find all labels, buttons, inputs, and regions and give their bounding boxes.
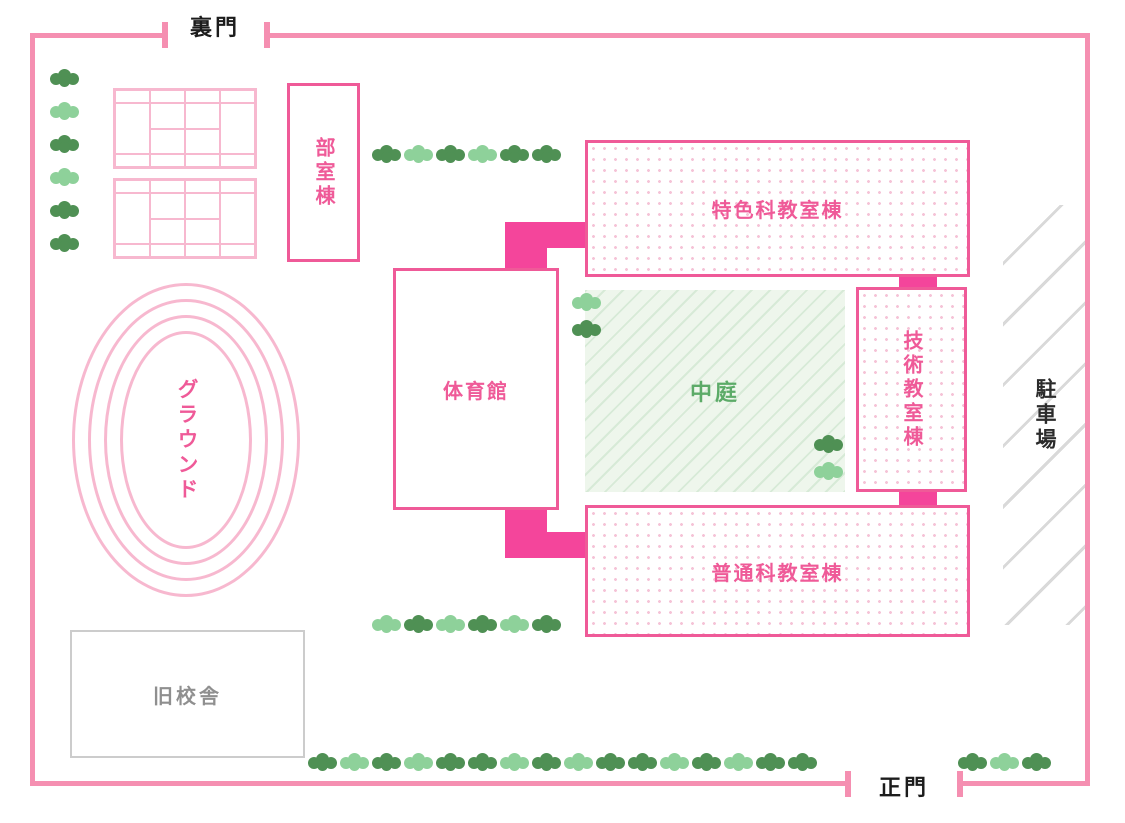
tree-icon (814, 435, 835, 453)
tennis-court (113, 88, 257, 169)
tree-icon (532, 753, 553, 771)
tree-icon (404, 145, 425, 163)
tree-icon (50, 69, 71, 87)
tree-icon (50, 234, 71, 252)
ground-label: グラウンド (175, 377, 198, 503)
tree-icon (564, 753, 585, 771)
court-line (116, 153, 254, 155)
tree-icon (532, 145, 553, 163)
special-classroom-building: 特色科教室棟 (585, 140, 970, 277)
tree-group-bottom-right (958, 748, 1051, 771)
tree-group-middle (372, 610, 561, 633)
tree-icon (372, 615, 393, 633)
corridor-connector (505, 508, 547, 558)
back-gate-label: 裏門 (190, 15, 241, 40)
old-school-building-label: 旧校舎 (153, 685, 222, 708)
tree-icon (628, 753, 649, 771)
tree-group-courtyard-top (572, 288, 601, 338)
tree-group-bottom (308, 748, 817, 771)
tree-icon (404, 615, 425, 633)
tree-icon (404, 753, 425, 771)
general-classroom-building: 普通科教室棟 (585, 505, 970, 637)
special-classroom-label: 特色科教室棟 (711, 200, 844, 222)
courtyard-label: 中庭 (689, 380, 740, 405)
court-line (116, 243, 254, 245)
tree-icon (788, 753, 809, 771)
main-gate-post-left (845, 771, 851, 797)
tree-icon (532, 615, 553, 633)
tree-icon (50, 102, 71, 120)
track-lane-line (72, 283, 300, 597)
tree-icon (814, 462, 835, 480)
tree-icon (468, 145, 489, 163)
corridor-connector (505, 222, 547, 271)
tree-icon (724, 753, 745, 771)
tree-icon (692, 753, 713, 771)
gym-building: 体育館 (393, 268, 559, 510)
court-line (149, 217, 221, 220)
tree-icon (308, 753, 329, 771)
tree-icon (50, 201, 71, 219)
back-gate-opening (167, 30, 266, 41)
tree-icon (500, 145, 521, 163)
tree-icon (50, 135, 71, 153)
tree-group-left (50, 64, 79, 252)
track-lane-line (104, 315, 268, 565)
tennis-court (113, 178, 257, 259)
club-building-label: 部室棟 (312, 136, 334, 209)
tree-group-courtyard-bottom (814, 430, 843, 480)
corridor-connector (545, 222, 588, 248)
main-gate-post-right (957, 771, 963, 797)
tree-icon (436, 615, 457, 633)
tree-icon (572, 320, 593, 338)
tree-icon (500, 615, 521, 633)
athletic-track: グラウンド (72, 283, 300, 597)
campus-boundary-fence (30, 33, 1090, 786)
court-line (116, 192, 254, 194)
court-line (116, 102, 254, 104)
court-line (149, 127, 221, 130)
track-lane-line (88, 299, 284, 581)
tree-group-top (372, 140, 561, 163)
tree-icon (436, 753, 457, 771)
technical-classroom-label: 技術教室棟 (900, 329, 922, 450)
club-building: 部室棟 (287, 83, 360, 262)
corridor-connector (545, 532, 588, 558)
tree-icon (372, 145, 393, 163)
back-gate-post-left (162, 22, 168, 48)
tree-icon (990, 753, 1011, 771)
tree-icon (500, 753, 521, 771)
tree-icon (372, 753, 393, 771)
parking-area: 駐車場 (1003, 205, 1085, 625)
main-gate-label: 正門 (879, 775, 930, 800)
courtyard-area: 中庭 (585, 290, 845, 492)
main-gate-opening (851, 779, 959, 790)
general-classroom-label: 普通科教室棟 (711, 562, 844, 585)
tree-icon (50, 168, 71, 186)
technical-classroom-building: 技術教室棟 (856, 287, 967, 492)
tree-icon (660, 753, 681, 771)
tree-icon (596, 753, 617, 771)
tree-icon (572, 293, 593, 311)
track-lane-line (120, 331, 252, 549)
parking-label: 駐車場 (1033, 377, 1056, 453)
tree-icon (340, 753, 361, 771)
tree-icon (468, 615, 489, 633)
tree-icon (468, 753, 489, 771)
back-gate-post-right (264, 22, 270, 48)
tree-icon (958, 753, 979, 771)
tree-icon (1022, 753, 1043, 771)
old-school-building: 旧校舎 (70, 630, 305, 758)
gym-label: 体育館 (443, 380, 509, 403)
tree-icon (756, 753, 777, 771)
tree-icon (436, 145, 457, 163)
